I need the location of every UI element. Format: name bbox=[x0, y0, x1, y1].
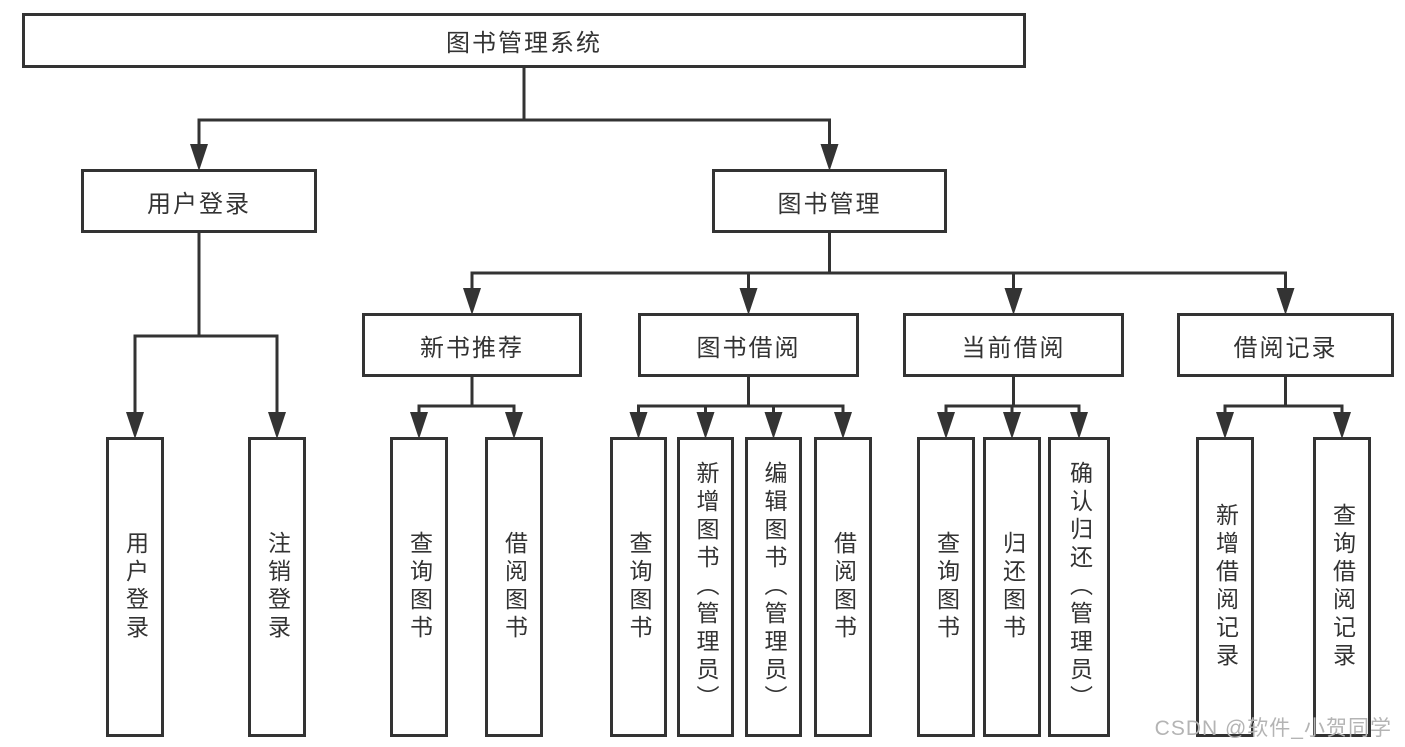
arrowhead-icon bbox=[820, 144, 839, 171]
node-new-book-rec: 新书推荐 bbox=[362, 313, 582, 377]
connector-root-to-user-login bbox=[197, 68, 526, 148]
connector-book-mgmt-to-new-book-rec bbox=[470, 233, 831, 292]
arrowhead-icon bbox=[764, 412, 783, 439]
arrowhead-icon bbox=[739, 288, 758, 315]
connector-book-mgmt-to-current-borrow bbox=[828, 233, 1015, 292]
node-leaf-add-record: 新增借阅记录 bbox=[1196, 437, 1254, 737]
connector-book-borrow-to-leaf-query-book-2 bbox=[637, 377, 750, 416]
node-leaf-confirm-return: 确认归还（管理员） bbox=[1048, 437, 1110, 737]
watermark-text: CSDN @软件_小贺同学 bbox=[1154, 717, 1392, 740]
arrowhead-icon bbox=[126, 412, 144, 439]
connector-new-book-rec-to-leaf-query-book-1 bbox=[417, 377, 474, 416]
arrowhead-icon bbox=[1070, 412, 1088, 439]
connector-user-login-to-leaf-logout bbox=[197, 233, 279, 416]
connector-book-mgmt-to-book-borrow bbox=[747, 233, 831, 292]
connector-borrow-record-to-leaf-query-record bbox=[1284, 377, 1344, 416]
node-leaf-borrow-book-2: 借阅图书 bbox=[814, 437, 872, 737]
arrowhead-icon bbox=[629, 412, 648, 439]
node-book-borrow: 图书借阅 bbox=[638, 313, 859, 377]
arrowhead-icon bbox=[834, 412, 852, 439]
arrowhead-icon bbox=[268, 412, 286, 439]
node-leaf-return-book: 归还图书 bbox=[983, 437, 1041, 737]
arrowhead-icon bbox=[505, 412, 523, 439]
node-leaf-edit-book: 编辑图书（管理员） bbox=[745, 437, 802, 737]
connector-book-borrow-to-leaf-edit-book bbox=[747, 377, 775, 416]
connector-root-to-book-mgmt bbox=[522, 68, 831, 148]
arrowhead-icon bbox=[1004, 288, 1023, 315]
connector-book-borrow-to-leaf-add-book bbox=[704, 377, 750, 416]
arrowhead-icon bbox=[410, 412, 428, 439]
node-current-borrow: 当前借阅 bbox=[903, 313, 1124, 377]
connector-current-borrow-to-leaf-confirm-return bbox=[1012, 377, 1081, 416]
connector-new-book-rec-to-leaf-borrow-book-1 bbox=[470, 377, 516, 416]
node-leaf-query-record: 查询借阅记录 bbox=[1313, 437, 1371, 737]
arrowhead-icon bbox=[1216, 412, 1234, 439]
node-root: 图书管理系统 bbox=[22, 13, 1026, 68]
node-book-mgmt: 图书管理 bbox=[712, 169, 947, 233]
node-leaf-query-book-2: 查询图书 bbox=[610, 437, 667, 737]
node-leaf-logout: 注销登录 bbox=[248, 437, 306, 737]
node-borrow-record: 借阅记录 bbox=[1177, 313, 1394, 377]
node-user-login: 用户登录 bbox=[81, 169, 317, 233]
connector-user-login-to-leaf-user-login bbox=[133, 233, 201, 416]
node-leaf-query-book-1: 查询图书 bbox=[390, 437, 448, 737]
arrowhead-icon bbox=[937, 412, 955, 439]
node-leaf-query-book-3: 查询图书 bbox=[917, 437, 975, 737]
arrowhead-icon bbox=[463, 288, 481, 315]
arrowhead-icon bbox=[1276, 288, 1295, 315]
node-leaf-borrow-book-1: 借阅图书 bbox=[485, 437, 543, 737]
connector-current-borrow-to-leaf-query-book-3 bbox=[944, 377, 1015, 416]
connector-book-mgmt-to-borrow-record bbox=[828, 233, 1287, 292]
node-leaf-user-login: 用户登录 bbox=[106, 437, 164, 737]
node-leaf-add-book: 新增图书（管理员） bbox=[677, 437, 734, 737]
arrowhead-icon bbox=[190, 144, 208, 171]
arrowhead-icon bbox=[696, 412, 715, 439]
arrowhead-icon bbox=[1003, 412, 1021, 439]
connector-borrow-record-to-leaf-add-record bbox=[1223, 377, 1287, 416]
arrowhead-icon bbox=[1333, 412, 1351, 439]
connector-book-borrow-to-leaf-borrow-book-2 bbox=[747, 377, 845, 416]
